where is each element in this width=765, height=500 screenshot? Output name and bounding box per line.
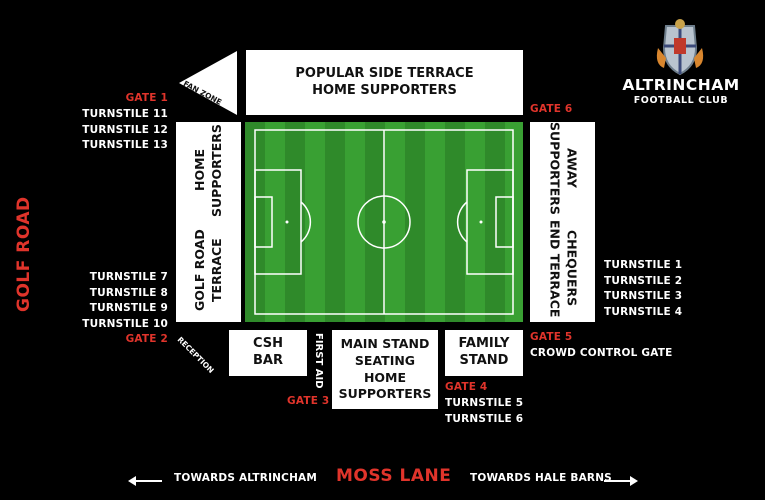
gate-2-label: GATE 2: [125, 333, 168, 345]
turnstile-12: TURNSTILE 12: [82, 123, 168, 136]
popular-side-line-2: HOME SUPPORTERS: [312, 82, 457, 98]
chequers-line-2: AWAY SUPPORTERS: [547, 122, 580, 215]
gate-3-label: GATE 3: [287, 395, 330, 407]
main-stand: MAIN STAND SEATING HOME SUPPORTERS: [332, 330, 438, 409]
gate-5-label: GATE 5: [530, 331, 573, 343]
main-stand-line-3: HOME: [363, 369, 407, 385]
turnstile-7: TURNSTILE 7: [89, 271, 168, 283]
towards-altrincham-label: TOWARDS ALTRINCHAM: [174, 472, 318, 484]
fan-zone-marker: [177, 51, 237, 115]
family-stand-line-1: FAMILY: [458, 336, 510, 352]
chequers-end-terrace: CHEQUERS END TERRACE AWAY SUPPORTERS: [530, 122, 595, 322]
turnstile-8: TURNSTILE 8: [89, 286, 168, 299]
csh-bar: CSH BAR: [229, 330, 307, 376]
moss-lane-label: MOSS LANE: [336, 466, 452, 486]
turnstile-1: TURNSTILE 1: [604, 259, 683, 271]
popular-side-line-1: POPULAR SIDE TERRACE: [295, 65, 474, 81]
csh-bar-line-1: CSH: [252, 336, 284, 352]
first-aid-label: FIRST AID: [313, 333, 324, 389]
turnstile-10: TURNSTILE 10: [82, 317, 168, 330]
arrow-left-icon: [128, 472, 162, 491]
club-subtitle: FOOTBALL CLUB: [633, 95, 729, 106]
turnstile-2: TURNSTILE 2: [604, 274, 683, 287]
golf-road-line-2: HOME SUPPORTERS: [191, 123, 224, 217]
family-stand-line-2: STAND: [459, 353, 509, 368]
turnstile-13: TURNSTILE 13: [82, 139, 168, 151]
gate-4-turnstiles: TURNSTILE 5 TURNSTILE 6: [445, 396, 523, 427]
reception-label: RECEPTION: [175, 335, 216, 376]
towards-hale-barns-label: TOWARDS HALE BARNS: [470, 472, 612, 484]
chequers-turnstiles: TURNSTILE 1 TURNSTILE 2 TURNSTILE 3 TURN…: [604, 258, 682, 320]
turnstile-11: TURNSTILE 11: [82, 108, 168, 120]
gate-2-turnstiles: TURNSTILE 7 TURNSTILE 8 TURNSTILE 9 TURN…: [78, 270, 168, 332]
crowd-control-gate-label: CROWD CONTROL GATE: [530, 347, 673, 359]
turnstile-9: TURNSTILE 9: [89, 302, 168, 314]
csh-bar-line-2: BAR: [253, 353, 283, 368]
gate-1-label: GATE 1: [125, 92, 168, 104]
gate-6-label: GATE 6: [530, 103, 573, 115]
golf-road-label: GOLF ROAD: [14, 196, 34, 312]
turnstile-3: TURNSTILE 3: [604, 290, 683, 302]
chequers-line-1: CHEQUERS END TERRACE: [547, 219, 580, 318]
football-pitch: [245, 122, 523, 322]
club-crest-icon: [652, 18, 708, 76]
main-stand-line-4: SUPPORTERS: [338, 386, 432, 402]
club-name: ALTRINCHAM: [622, 76, 740, 94]
popular-side-terrace: POPULAR SIDE TERRACE HOME SUPPORTERS: [246, 50, 523, 115]
turnstile-5: TURNSTILE 5: [445, 397, 524, 409]
gate-4-label: GATE 4: [445, 381, 488, 393]
turnstile-4: TURNSTILE 4: [604, 305, 683, 318]
main-stand-line-2: SEATING: [354, 352, 416, 368]
arrow-right-icon: [604, 472, 638, 491]
gate-1-turnstiles: TURNSTILE 11 TURNSTILE 12 TURNSTILE 13: [78, 107, 168, 154]
golf-road-terrace: GOLF ROAD TERRACE HOME SUPPORTERS: [176, 122, 241, 322]
golf-road-line-1: GOLF ROAD TERRACE: [191, 229, 224, 312]
turnstile-6: TURNSTILE 6: [445, 412, 524, 425]
main-stand-line-1: MAIN STAND: [340, 335, 430, 351]
family-stand: FAMILY STAND: [445, 330, 523, 376]
